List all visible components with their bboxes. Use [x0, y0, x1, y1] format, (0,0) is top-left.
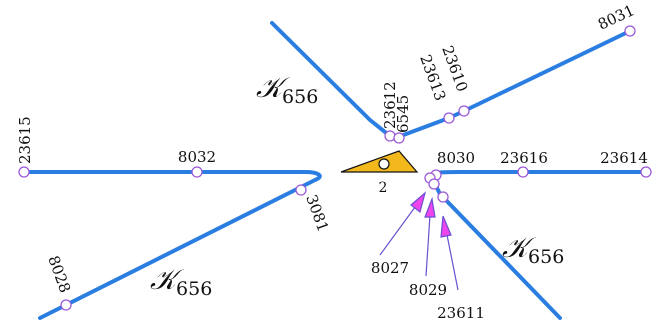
label-23614: 23614: [600, 149, 648, 167]
node-8032: [191, 166, 203, 178]
label-6545: 6545: [394, 95, 412, 133]
edge-upper-right-branch: [396, 29, 632, 139]
label-23611: 23611: [437, 304, 485, 322]
label-3081: 3081: [302, 192, 332, 234]
node-3081: [295, 184, 307, 196]
node-6545: [393, 132, 405, 144]
label-23612: 23612: [381, 81, 399, 129]
node-23611: [437, 191, 449, 203]
triangle-2: 2: [340, 150, 419, 196]
node-labels: 23615 8032 3081 8028 23612 6545 23613 23…: [16, 1, 648, 322]
label-8029: 8029: [409, 281, 447, 299]
label-23616: 23616: [500, 149, 548, 167]
region-label-lower-right: 𝒦656: [502, 231, 564, 268]
arrow-23611: [440, 215, 459, 291]
region-label-lower-left: 𝒦656: [150, 263, 212, 300]
edge-left-horizontal: [22, 170, 322, 320]
label-8030: 8030: [437, 149, 475, 167]
node-23615: [18, 166, 30, 178]
edge-upper-left-branch: [270, 21, 400, 139]
label-8032: 8032: [178, 148, 216, 166]
node-8031: [624, 25, 636, 37]
edges: [22, 21, 648, 320]
label-23615: 23615: [16, 116, 34, 164]
node-23613: [443, 112, 455, 124]
arrow-8029: [424, 196, 436, 277]
node-23610: [458, 105, 470, 117]
label-8027: 8027: [371, 259, 409, 277]
region-label-upper-left: 𝒦656: [256, 71, 318, 108]
node-8029: [428, 178, 440, 190]
node-8028: [60, 299, 72, 311]
label-8028: 8028: [44, 253, 74, 295]
edge-right-horizontal: [432, 170, 648, 178]
node-23614: [640, 166, 652, 178]
triangle-label: 2: [379, 180, 388, 196]
triangle-center-dot: [378, 158, 390, 170]
arrows: [379, 191, 459, 291]
nodes: [18, 25, 652, 311]
arrow-8027: [379, 191, 427, 256]
node-23616: [517, 166, 529, 178]
region-labels: 𝒦656 𝒦656 𝒦656: [150, 71, 564, 300]
